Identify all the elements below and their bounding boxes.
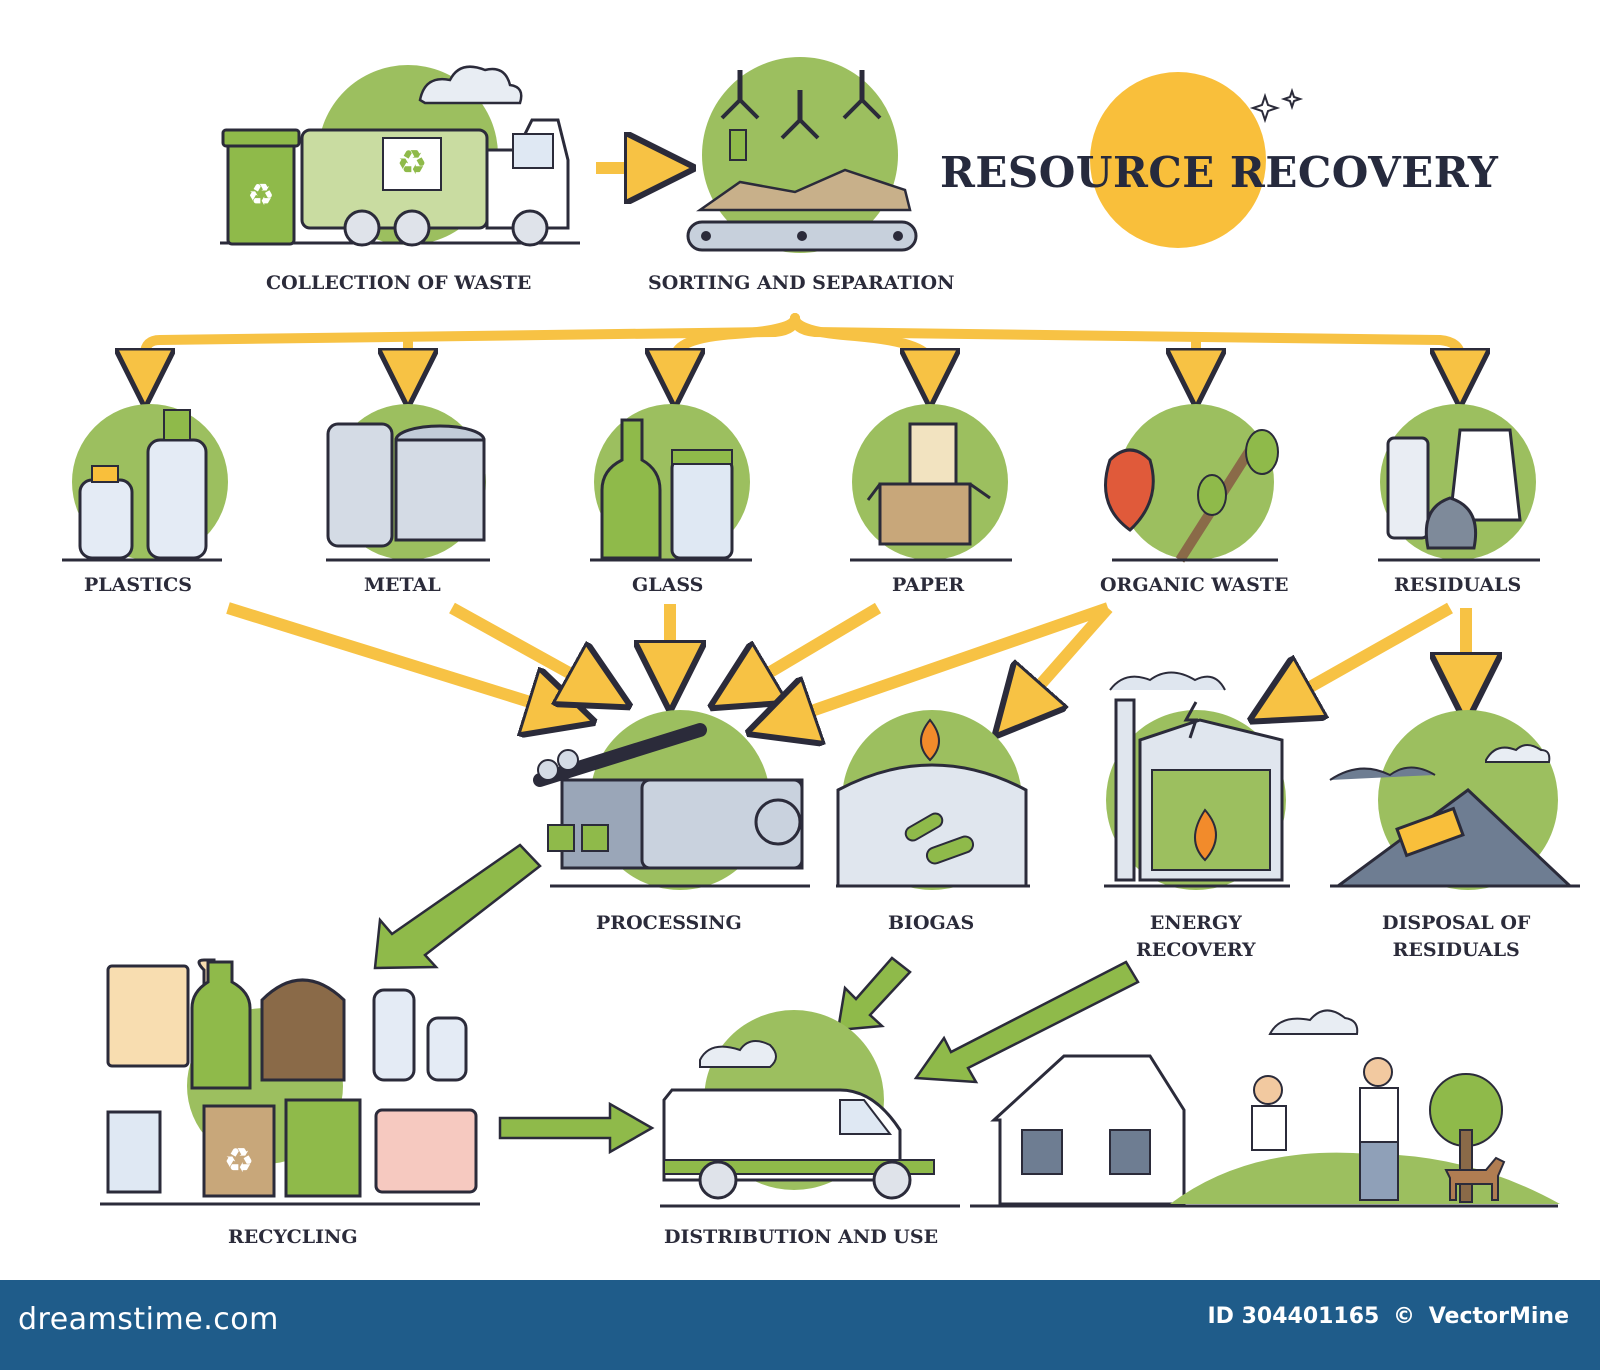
processing-machine-icon: [533, 710, 810, 890]
category-to-process-arrows: [226, 602, 1466, 722]
conveyor-claw-icon: [686, 57, 918, 253]
glass-bottles-icon: [590, 404, 752, 562]
recycled-products-icon: ♻: [100, 958, 480, 1206]
step-energy-recovery-line1: ENERGY: [1149, 912, 1242, 934]
step-disposal-line1: DISPOSAL OF: [1382, 912, 1531, 934]
step-disposal-line2: RESIDUALS: [1392, 939, 1520, 961]
category-label-organic-waste: ORGANIC WASTE: [1100, 574, 1289, 596]
image-id: ID 304401165: [1207, 1304, 1380, 1329]
house-icon: [990, 1009, 1359, 1206]
power-plant-icon: [1104, 671, 1290, 890]
svg-text:♻: ♻: [248, 178, 275, 213]
step-recycling-label: RECYCLING: [228, 1226, 358, 1248]
step-processing-label: PROCESSING: [596, 912, 742, 934]
people-icon: [1170, 1057, 1560, 1204]
category-label-glass: GLASS: [632, 574, 704, 596]
step-energy-recovery-line2: RECOVERY: [1136, 939, 1256, 961]
biogas-tank-icon: [836, 710, 1030, 890]
svg-text:♻: ♻: [397, 143, 427, 183]
plastic-bottles-icon: [62, 404, 228, 562]
trash-bin-icon: ♻: [221, 128, 301, 246]
page-title: RESOURCE RECOVERY: [940, 148, 1499, 197]
category-label-paper: PAPER: [892, 574, 965, 596]
footer-bar: dreamstime.com ID 304401165 © VectorMine: [0, 1280, 1600, 1370]
bulldozer-landfill-icon: [1329, 710, 1580, 890]
organic-waste-icon: [1104, 404, 1279, 563]
copyright-symbol: ©: [1393, 1304, 1416, 1329]
dog-icon: [1444, 1156, 1506, 1201]
output-arrows: [373, 843, 1140, 1155]
cardboard-box-icon: [850, 404, 1012, 562]
category-label-plastics: PLASTICS: [84, 574, 192, 596]
sorting-distribution-arrows: [145, 313, 1460, 378]
image-credit: ID 304401165 © VectorMine: [1204, 1304, 1572, 1329]
brand-logo[interactable]: dreamstime.com: [18, 1302, 279, 1337]
step-biogas-label: BIOGAS: [888, 912, 975, 934]
author-name[interactable]: VectorMine: [1428, 1304, 1569, 1329]
sun-icon: [1090, 72, 1304, 248]
garbage-truck-icon: ♻: [220, 65, 580, 247]
delivery-van-icon: [660, 1010, 960, 1208]
step-collection-label: COLLECTION OF WASTE: [266, 272, 532, 294]
step-sorting-label: SORTING AND SEPARATION: [648, 272, 955, 294]
step-energy-recovery-label: ENERGY RECOVERY: [1136, 910, 1256, 964]
step-distribution-label: DISTRIBUTION AND USE: [664, 1226, 939, 1248]
category-label-metal: METAL: [364, 574, 441, 596]
step-disposal-label: DISPOSAL OF RESIDUALS: [1382, 910, 1530, 964]
category-label-residuals: RESIDUALS: [1394, 574, 1522, 596]
trash-bag-icon: [1378, 404, 1540, 562]
svg-text:♻: ♻: [224, 1141, 254, 1181]
resource-recovery-diagram: ♻ ♻: [62, 57, 1580, 1208]
metal-cans-icon: [326, 404, 490, 562]
